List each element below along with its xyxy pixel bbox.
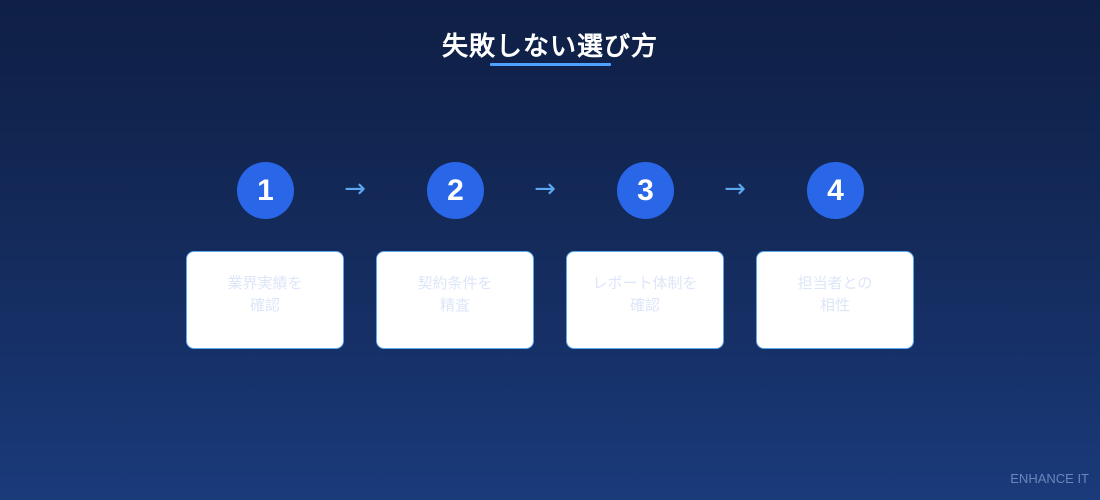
step-3-card: レポート体制を 確認 bbox=[566, 251, 724, 349]
step-2-number: 2 bbox=[427, 162, 484, 219]
step-2-card: 契約条件を 精査 bbox=[376, 251, 534, 349]
step-4-label-line1: 担当者との bbox=[797, 274, 873, 292]
arrow-right-icon: → bbox=[724, 174, 746, 204]
step-1-card: 業界実績を 確認 bbox=[186, 251, 344, 349]
step-2-label-line1: 契約条件を bbox=[417, 274, 493, 292]
step-4-label: 担当者との 相性 bbox=[780, 272, 890, 348]
step-4-card: 担当者との 相性 bbox=[756, 251, 914, 349]
step-4-number: 4 bbox=[807, 162, 864, 219]
step-1-label: 業界実績を 確認 bbox=[210, 272, 320, 348]
step-1-label-line2: 確認 bbox=[249, 296, 280, 314]
step-3-label: レポート体制を 確認 bbox=[580, 272, 710, 348]
step-2-label-line2: 精査 bbox=[439, 296, 470, 314]
page-title: 失敗しない選び方 bbox=[441, 32, 658, 62]
step-1-label-line1: 業界実績を bbox=[227, 274, 303, 292]
step-1-number: 1 bbox=[237, 162, 294, 219]
arrow-right-icon: → bbox=[344, 174, 366, 204]
step-3-label-line1: レポート体制を bbox=[592, 274, 698, 292]
step-2-label: 契約条件を 精査 bbox=[400, 272, 510, 348]
arrow-right-icon: → bbox=[534, 174, 556, 204]
title-underline bbox=[490, 63, 611, 66]
step-3-label-line2: 確認 bbox=[629, 296, 660, 314]
step-4-label-line2: 相性 bbox=[819, 296, 850, 314]
brand-watermark: ENHANCE IT bbox=[1010, 471, 1089, 486]
step-3-number: 3 bbox=[617, 162, 674, 219]
